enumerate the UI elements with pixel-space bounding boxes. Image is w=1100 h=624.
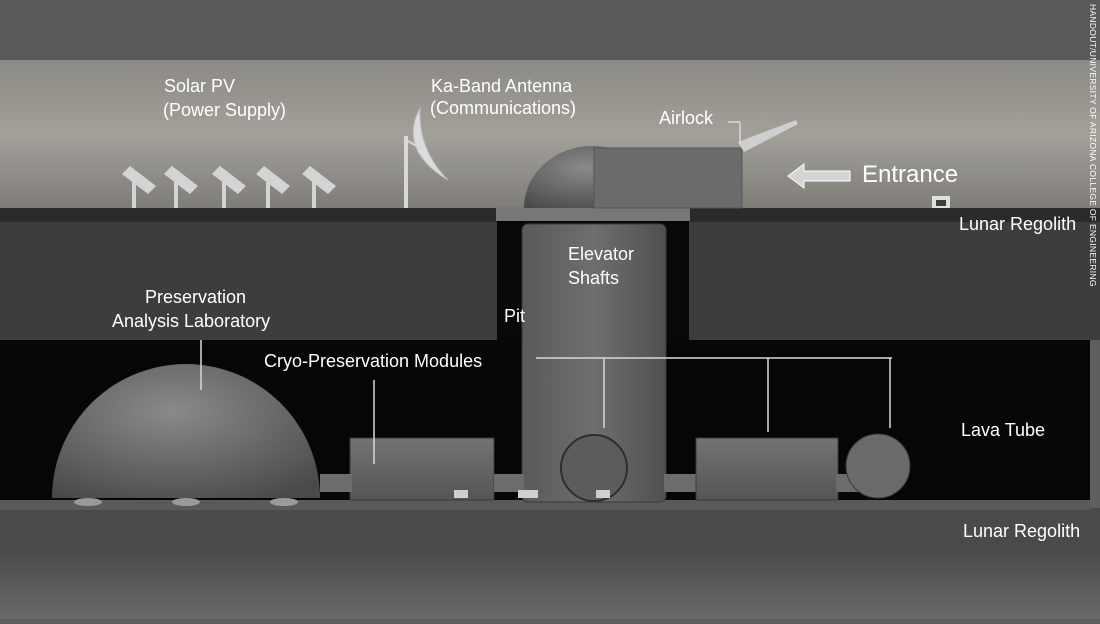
label-elevator-sub: Shafts <box>568 268 620 288</box>
top-band <box>0 0 1100 60</box>
label-elevator: Elevator <box>568 244 635 264</box>
label-solar-pv-sub: (Power Supply) <box>163 100 287 120</box>
label-airlock: Airlock <box>659 108 714 128</box>
cryo-module-left <box>349 437 495 501</box>
solar-panel-icon <box>302 166 336 208</box>
label-preservation-sub: Analysis Laboratory <box>112 311 271 331</box>
solar-panels <box>122 166 336 208</box>
label-preservation: Preservation <box>145 287 247 307</box>
pit-cap <box>496 207 690 221</box>
floor-track <box>0 500 1090 510</box>
bottom-band <box>0 550 1100 619</box>
rover-icon <box>932 196 950 208</box>
label-lunar-regolith-top: Lunar Regolith <box>959 214 1077 234</box>
label-cryo-preservation: Cryo-Preservation Modules <box>264 351 483 371</box>
laboratory-feet <box>74 498 298 506</box>
connector-mid-left <box>494 474 524 492</box>
label-lunar-regolith-bottom: Lunar Regolith <box>963 521 1081 541</box>
airlock-ramp <box>738 120 798 152</box>
solar-panel-icon <box>212 166 246 208</box>
lunar-regolith-bottom-layer <box>0 508 1100 550</box>
floor-equipment <box>454 490 610 498</box>
label-solar-pv: Solar PV <box>164 76 236 96</box>
entrance-arrow-icon <box>787 163 851 189</box>
leader-lines <box>200 340 892 464</box>
label-pit: Pit <box>504 306 526 326</box>
connector-left <box>320 474 352 492</box>
cryo-module-right <box>695 437 839 501</box>
laboratory-dome <box>52 364 320 498</box>
solar-panel-icon <box>122 166 156 208</box>
connector-mid-right <box>664 474 698 492</box>
label-antenna-sub: (Communications) <box>430 98 577 118</box>
label-lava-tube: Lava Tube <box>961 420 1046 440</box>
solar-panel-icon <box>164 166 198 208</box>
airlock-building <box>593 147 743 209</box>
label-entrance: Entrance <box>862 161 959 188</box>
cryo-module-round-right <box>845 433 911 499</box>
label-antenna: Ka-Band Antenna <box>431 76 573 96</box>
solar-panel-icon <box>256 166 290 208</box>
antenna-dish-icon <box>404 107 449 208</box>
image-credit: HANDOUT/UNIVERSITY OF ARIZONA COLLEGE OF… <box>1088 4 1098 287</box>
cryo-module-round-center <box>560 434 628 502</box>
